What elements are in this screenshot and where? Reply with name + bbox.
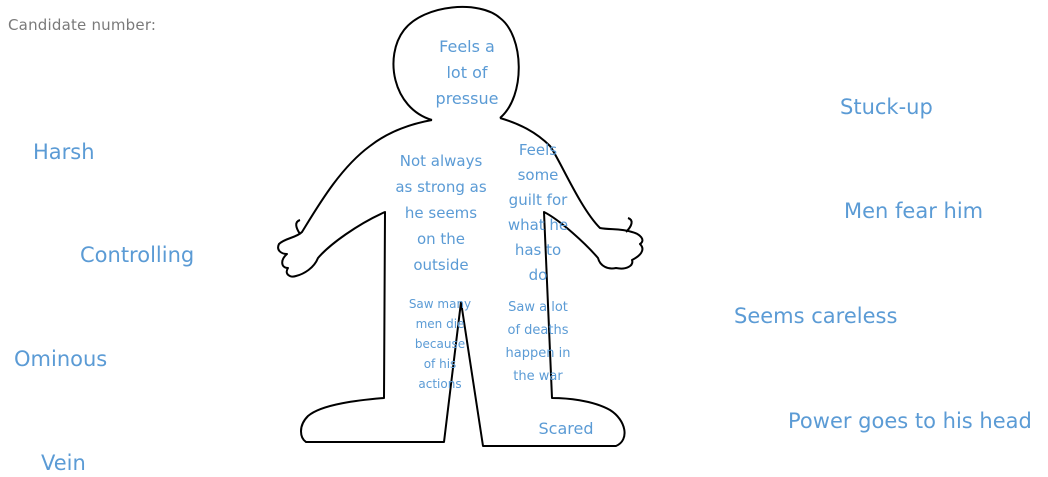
- word-left-harsh: Harsh: [33, 140, 95, 164]
- right-leg-note-line: of deaths: [492, 319, 584, 342]
- head-notes: Feels a lot of pressue: [412, 34, 522, 112]
- left-leg-note-line: because: [396, 334, 484, 354]
- right-chest-note-line: do: [488, 263, 588, 288]
- left-chest-note-line: on the: [378, 226, 504, 252]
- left-leg-notes: Saw many men die because of his actions: [396, 294, 484, 394]
- right-leg-notes: Saw a lot of deaths happen in the war: [492, 296, 584, 388]
- foot-note: Scared: [528, 418, 604, 440]
- right-chest-note-line: Feels: [488, 138, 588, 163]
- right-chest-notes: Feels some guilt for what he has to do: [488, 138, 588, 288]
- right-leg-note-line: happen in: [492, 342, 584, 365]
- left-leg-note-line: actions: [396, 374, 484, 394]
- left-leg-note-line: Saw many: [396, 294, 484, 314]
- right-chest-note-line: has to: [488, 238, 588, 263]
- word-left-vein: Vein: [41, 451, 86, 475]
- left-chest-note-line: Not always: [378, 148, 504, 174]
- word-right-men-fear-him: Men fear him: [844, 199, 983, 223]
- head-note-line: Feels a: [412, 34, 522, 60]
- left-leg-note-line: of his: [396, 354, 484, 374]
- right-leg-note-line: the war: [492, 365, 584, 388]
- word-right-power-goes-to-his-head: Power goes to his head: [788, 409, 1032, 433]
- word-right-stuck-up: Stuck-up: [840, 95, 933, 119]
- left-chest-note-line: as strong as: [378, 174, 504, 200]
- right-chest-note-line: what he: [488, 213, 588, 238]
- figure-right-thumb: [626, 218, 632, 232]
- right-leg-note-line: Saw a lot: [492, 296, 584, 319]
- left-chest-note-line: he seems: [378, 200, 504, 226]
- head-note-line: lot of: [412, 60, 522, 86]
- left-leg-note-line: men die: [396, 314, 484, 334]
- word-left-ominous: Ominous: [14, 347, 107, 371]
- right-chest-note-line: some: [488, 163, 588, 188]
- word-right-seems-careless: Seems careless: [734, 304, 897, 328]
- word-left-controlling: Controlling: [80, 243, 194, 267]
- right-chest-note-line: guilt for: [488, 188, 588, 213]
- left-chest-notes: Not always as strong as he seems on the …: [378, 148, 504, 278]
- figure-left-thumb: [296, 220, 300, 234]
- left-chest-note-line: outside: [378, 252, 504, 278]
- head-note-line: pressue: [412, 86, 522, 112]
